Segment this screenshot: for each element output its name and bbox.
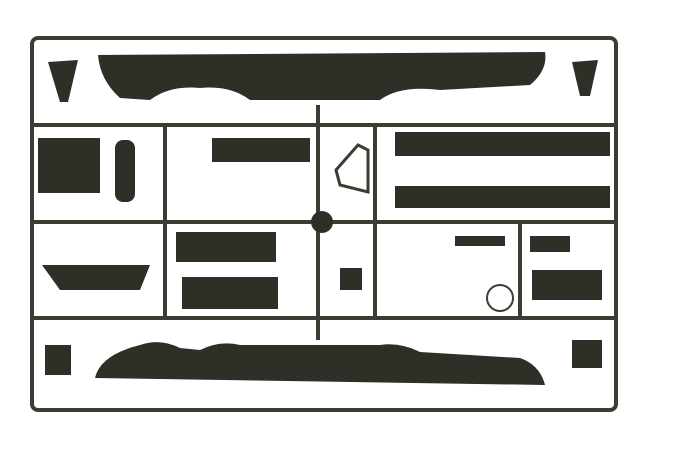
part-bracket-left: [48, 60, 78, 102]
part-wheel: [486, 284, 514, 312]
part-gun: [455, 236, 505, 246]
part-seat-right: [572, 340, 602, 368]
part-lamp: [340, 268, 362, 290]
part-grille: [212, 138, 310, 162]
part-frame-triangle: [334, 143, 370, 194]
sprue-parts: [38, 52, 610, 385]
part-windshield: [42, 265, 150, 290]
part-box-a: [176, 232, 276, 262]
part-bracket-right: [572, 60, 598, 96]
runner-hub: [311, 211, 333, 233]
part-track-top: [395, 132, 610, 156]
hull-side-top: [98, 52, 546, 100]
part-track-bottom: [395, 186, 610, 208]
part-panel: [38, 138, 100, 193]
part-roller: [115, 140, 135, 202]
part-plate: [532, 270, 602, 300]
sprue-frame: [30, 36, 618, 412]
part-box-b: [182, 277, 278, 309]
part-small-box: [530, 236, 570, 252]
hull-side-bottom: [95, 342, 545, 385]
part-seat-left: [45, 345, 71, 375]
